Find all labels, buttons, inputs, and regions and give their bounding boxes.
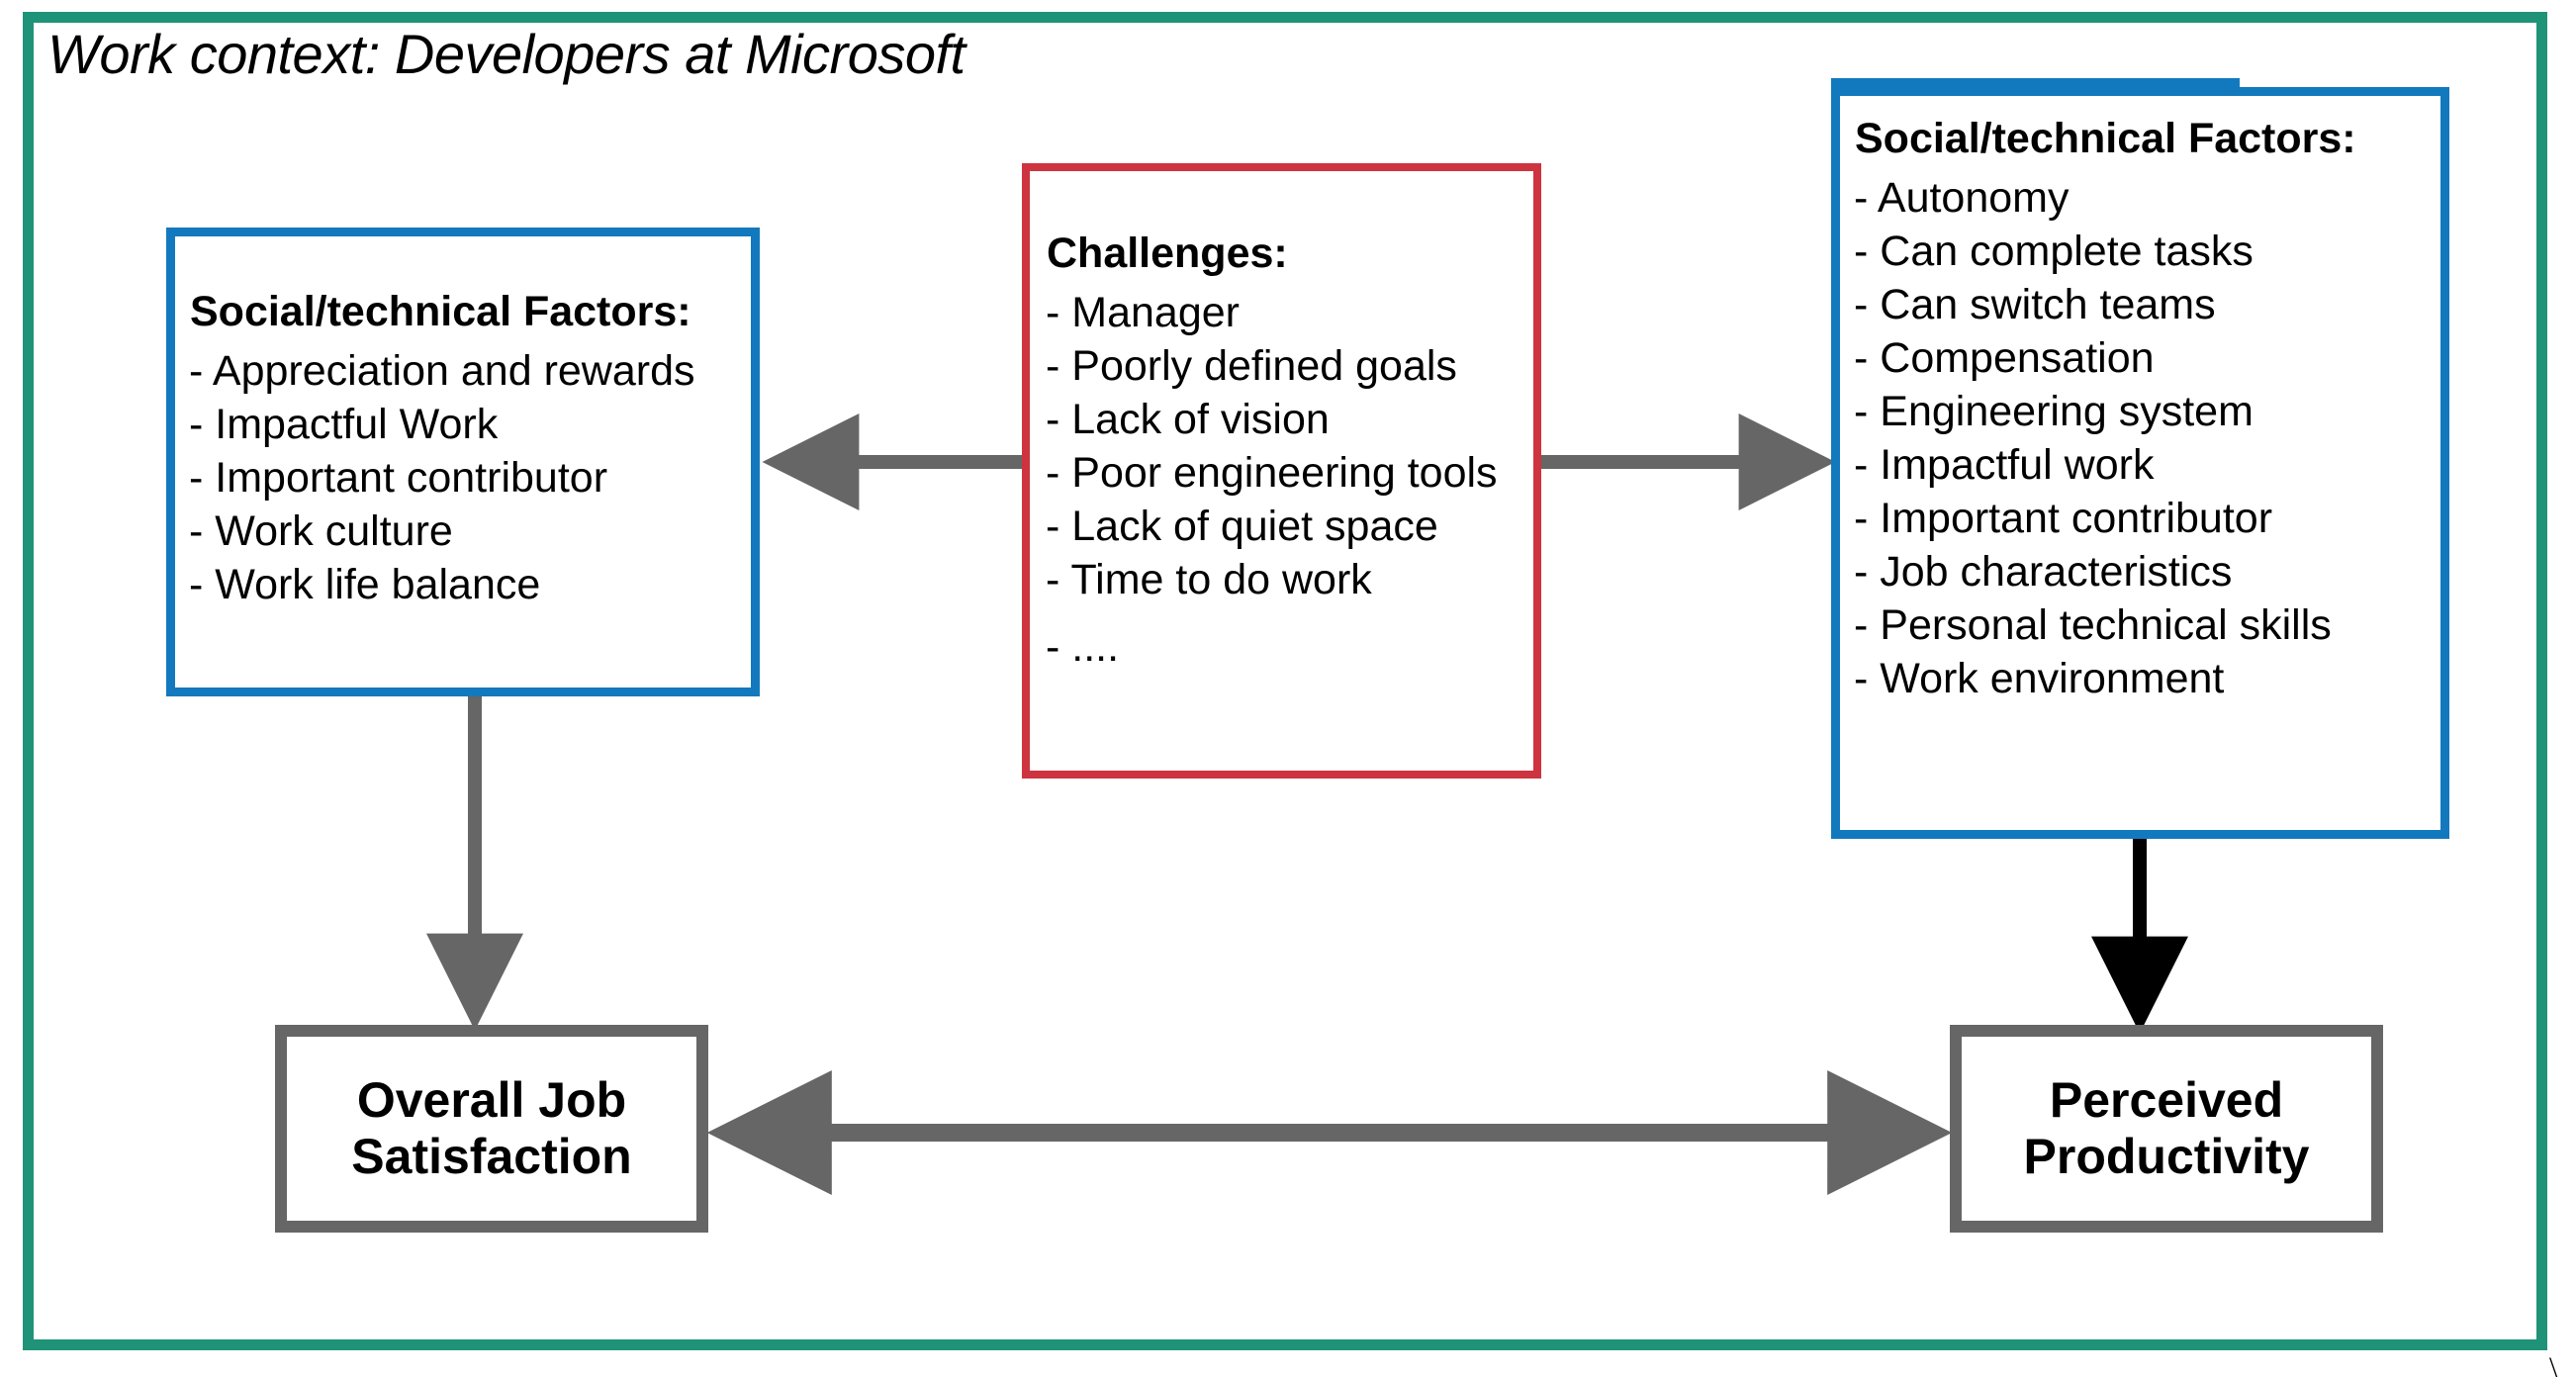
list-item: - Job characteristics	[1854, 548, 2233, 596]
list-item: - Lack of vision	[1046, 396, 1330, 443]
outer-frame	[23, 12, 2547, 1350]
left-box-heading: Social/technical Factors:	[190, 288, 691, 335]
list-item: - Poor engineering tools	[1046, 449, 1498, 497]
list-item: - Manager	[1046, 289, 1240, 336]
list-item: - Work life balance	[189, 561, 541, 608]
outcome-line-2: Satisfaction	[351, 1129, 632, 1184]
list-item: - Important contributor	[1854, 495, 2273, 542]
list-item: - Important contributor	[189, 454, 608, 502]
list-item: - Engineering system	[1854, 388, 2254, 435]
list-item: - Work culture	[189, 507, 453, 555]
list-item: - Appreciation and rewards	[189, 347, 695, 395]
perceived-productivity-box: Perceived Productivity	[1950, 1025, 2383, 1233]
list-item: - Time to do work	[1046, 556, 1372, 603]
overall-job-satisfaction-box: Overall Job Satisfaction	[275, 1025, 708, 1233]
challenges-heading: Challenges:	[1047, 230, 1288, 277]
challenges-list: - Manager - Poorly defined goals - Lack …	[1046, 292, 1498, 680]
list-item: - Can complete tasks	[1854, 228, 2254, 275]
list-item: - Compensation	[1854, 334, 2155, 382]
perceived-productivity-label: Perceived Productivity	[2024, 1072, 2310, 1186]
right-social-technical-factors-box: Social/technical Factors: - Autonomy - C…	[1831, 87, 2449, 839]
right-box-border-artifact	[1831, 78, 2240, 87]
left-social-technical-factors-box: Social/technical Factors: - Appreciation…	[166, 228, 760, 696]
left-box-content: Social/technical Factors: - Appreciation…	[175, 236, 751, 688]
list-item: - Can switch teams	[1854, 281, 2216, 328]
list-item: - Poorly defined goals	[1046, 342, 1457, 390]
list-item: - ....	[1046, 623, 1120, 671]
challenges-box-content: Challenges: - Manager - Poorly defined g…	[1030, 171, 1533, 771]
page-title: Work context: Developers at Microsoft	[47, 23, 966, 85]
list-item: - Work environment	[1854, 655, 2225, 702]
overall-job-satisfaction-label: Overall Job Satisfaction	[351, 1072, 631, 1186]
right-box-list: - Autonomy - Can complete tasks - Can sw…	[1854, 177, 2332, 711]
outcome-line-1: Perceived	[2049, 1071, 2284, 1128]
stray-mark: \	[2549, 1351, 2558, 1377]
outcome-line-2: Productivity	[2023, 1129, 2310, 1184]
list-item: - Impactful work	[1854, 441, 2155, 489]
right-box-content: Social/technical Factors: - Autonomy - C…	[1840, 96, 2440, 830]
challenges-box: Challenges: - Manager - Poorly defined g…	[1022, 163, 1541, 779]
list-item: - Impactful Work	[189, 401, 499, 448]
left-box-list: - Appreciation and rewards - Impactful W…	[189, 350, 695, 617]
list-item: - Lack of quiet space	[1046, 503, 1438, 550]
right-box-heading: Social/technical Factors:	[1855, 115, 2356, 162]
outcome-line-1: Overall Job	[356, 1071, 627, 1128]
list-item: - Personal technical skills	[1854, 601, 2332, 649]
list-item: - Autonomy	[1854, 174, 2070, 222]
